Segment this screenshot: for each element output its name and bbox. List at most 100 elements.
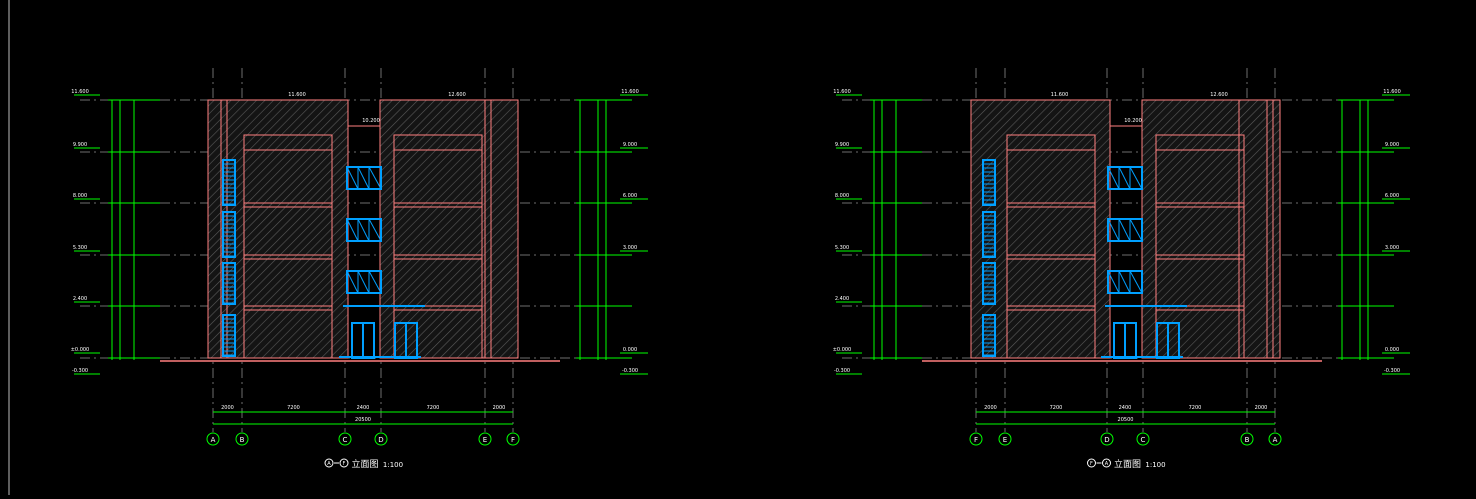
- mid-window-swing: [1118, 218, 1131, 242]
- axis-label: D: [378, 436, 383, 444]
- mid-window: [1107, 218, 1143, 242]
- mid-window-swing: [1107, 166, 1120, 190]
- mid-window: [346, 218, 382, 242]
- axis-label: F: [974, 436, 978, 444]
- level-mark-left: 5.300: [73, 245, 87, 251]
- roof-dim-note: 11.600: [1051, 92, 1069, 98]
- dimension-value: 2000: [1255, 405, 1268, 411]
- axis-bubble: [206, 432, 220, 446]
- axis-label: C: [343, 436, 348, 444]
- drawing-title: 立面图: [1114, 458, 1141, 470]
- mid-window-swing: [368, 218, 382, 242]
- axis-label: A: [1273, 436, 1278, 444]
- mid-window-swing: [346, 218, 359, 242]
- mid-level-note: 10.200: [1124, 118, 1142, 124]
- mid-window-swing: [1129, 270, 1143, 294]
- level-mark-left: 8.000: [73, 193, 87, 199]
- level-mark-right: 9.000: [623, 142, 637, 148]
- axis-label: E: [483, 436, 487, 444]
- level-mark-right: 9.000: [1385, 142, 1399, 148]
- axis-bubble: [969, 432, 983, 446]
- level-mark-left: -0.300: [834, 368, 850, 374]
- level-mark-left: 8.000: [835, 193, 849, 199]
- mid-window-swing: [357, 218, 370, 242]
- level-mark-right: 3.000: [623, 245, 637, 251]
- drawing-scale: 1:100: [383, 461, 403, 469]
- axis-label: F: [511, 436, 515, 444]
- level-mark-left: 2.400: [73, 296, 87, 302]
- level-mark-right: 3.000: [1385, 245, 1399, 251]
- stair-window: [982, 211, 996, 258]
- roof-dim-note: 12.600: [448, 92, 466, 98]
- dimension-value: 2000: [493, 405, 506, 411]
- mid-window-swing: [1107, 218, 1120, 242]
- mid-window-swing: [346, 270, 359, 294]
- axis-label: C: [1141, 436, 1146, 444]
- axis-bubble: [998, 432, 1012, 446]
- level-mark-left: 5.300: [835, 245, 849, 251]
- axis-label: B: [240, 436, 245, 444]
- wall-panel-outline: [1155, 134, 1245, 359]
- stair-window: [222, 159, 236, 206]
- level-mark-right: 6.000: [623, 193, 637, 199]
- mid-window-swing: [1129, 166, 1143, 190]
- mid-window-swing: [1118, 270, 1131, 294]
- building-wall-block: [1141, 99, 1281, 359]
- dimension-value: 7200: [287, 405, 300, 411]
- roof-dim-note: 11.600: [288, 92, 306, 98]
- axis-label: A: [211, 436, 216, 444]
- drawing-title: 立面图: [351, 458, 378, 470]
- level-mark-right: 0.000: [1385, 347, 1399, 353]
- dimension-total-value: 20500: [355, 417, 371, 423]
- axis-bubble: [1100, 432, 1114, 446]
- title-axis-start: A: [327, 461, 331, 467]
- dimension-value: 2000: [984, 405, 997, 411]
- title-axis-end: A: [1105, 461, 1109, 467]
- mid-window-swing: [368, 270, 382, 294]
- elevation-left: 10.20011.6009.9008.0005.3002.400±0.000-0…: [71, 68, 648, 470]
- building-wall-block: [379, 99, 519, 359]
- stair-window: [982, 159, 996, 206]
- axis-bubble: [1136, 432, 1150, 446]
- dimension-value: 7200: [1189, 405, 1202, 411]
- mid-window-swing: [1129, 218, 1143, 242]
- dimension-value: 7200: [1050, 405, 1063, 411]
- mid-window-swing: [368, 166, 382, 190]
- drawing-scale: 1:100: [1145, 461, 1165, 469]
- title-axis-bubble: [1087, 458, 1096, 468]
- axis-label: B: [1245, 436, 1250, 444]
- dimension-total-value: 20500: [1118, 417, 1134, 423]
- level-mark-left: ±0.000: [833, 347, 852, 353]
- stair-window: [222, 211, 236, 258]
- mid-window-swing: [357, 270, 370, 294]
- level-mark-left: -0.300: [72, 368, 88, 374]
- axis-bubble: [1268, 432, 1282, 446]
- mid-window-swing: [357, 166, 370, 190]
- mid-window-swing: [346, 166, 359, 190]
- level-mark-right: -0.300: [1384, 368, 1400, 374]
- axis-bubble: [235, 432, 249, 446]
- level-mark-left: 9.900: [835, 142, 849, 148]
- wall-panel-outline: [1006, 134, 1096, 359]
- dimension-value: 2000: [221, 405, 234, 411]
- level-mark-left: 9.900: [73, 142, 87, 148]
- axis-bubble: [506, 432, 520, 446]
- mid-level-note: 10.200: [362, 118, 380, 124]
- title-axis-end: F: [343, 461, 346, 467]
- axis-bubble: [1240, 432, 1254, 446]
- elevation-right: 10.200 11.600 9.900 8.000 5.300 2.400 ±0.000 -0…: [833, 68, 1410, 470]
- level-mark-left: 2.400: [835, 296, 849, 302]
- dimension-value: 2400: [357, 405, 370, 411]
- level-mark-left: 11.600: [71, 89, 89, 95]
- wall-panel-outline: [393, 134, 483, 359]
- title-axis-start: F: [1090, 461, 1093, 467]
- roof-dim-note: 12.600: [1210, 92, 1228, 98]
- dimension-value: 2400: [1119, 405, 1132, 411]
- axis-bubble: [478, 432, 492, 446]
- title-axis-bubble: [1102, 458, 1111, 468]
- mid-window: [346, 270, 382, 294]
- level-mark-right: 11.600: [1383, 89, 1401, 95]
- level-mark-right: 0.000: [623, 347, 637, 353]
